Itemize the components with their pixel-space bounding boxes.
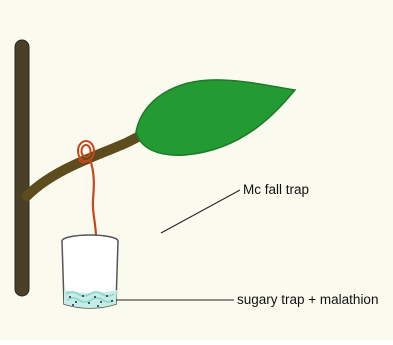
bait-fluid	[64, 290, 117, 308]
tree-branch	[27, 128, 152, 196]
tree-trunk	[15, 40, 29, 296]
hanging-wire	[90, 160, 96, 237]
bait-label: sugary trap + malathion	[237, 293, 378, 307]
trap-label: Mc fall trap	[243, 183, 309, 197]
leaf	[136, 80, 295, 155]
trap-leader-line	[161, 190, 240, 233]
